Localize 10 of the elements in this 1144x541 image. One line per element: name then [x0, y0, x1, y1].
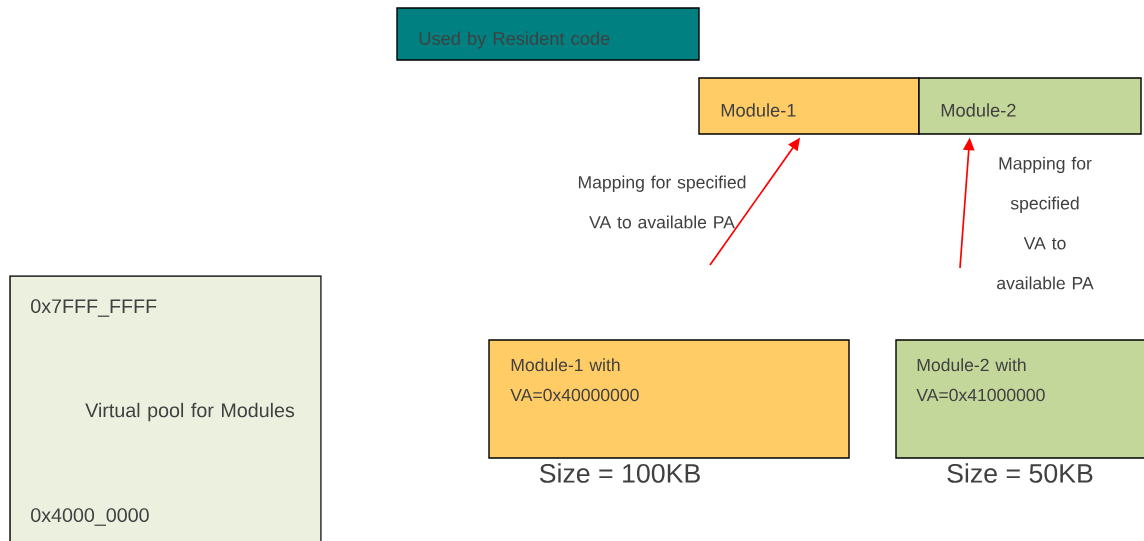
memory-region: Used by Resident code — [396, 7, 700, 61]
memory-region: Module-1 — [698, 77, 920, 135]
module-box: Module-2 with VA=0x41000000 — [895, 339, 1144, 459]
memory-region: Module-2 — [918, 77, 1142, 135]
size-label: Size = 100KB — [539, 463, 700, 483]
memory-pool-box: 0x7FFF_FFFF Virtual pool for Modules 0x4000_0000 — [9, 275, 322, 541]
module-box: Module-1 with VA=0x40000000 — [488, 339, 850, 459]
size-label: Size = 50KB — [947, 463, 1093, 483]
mapping-note: Mapping for specified VA to available PA — [578, 175, 746, 229]
mapping-note: Mapping for specified VA to available PA — [997, 156, 1094, 290]
